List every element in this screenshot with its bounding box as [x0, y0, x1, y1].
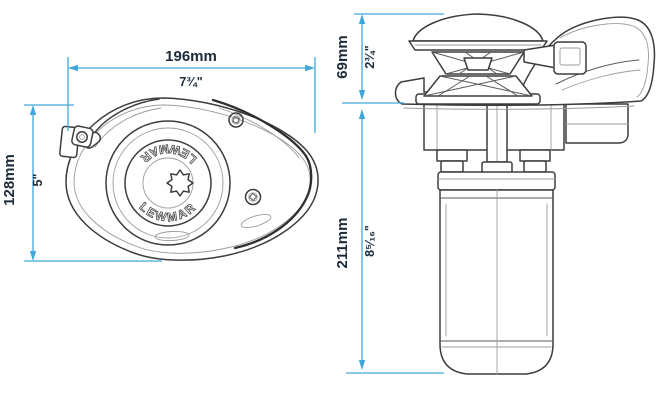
motor-collar [437, 171, 556, 191]
stud-nut-right [523, 160, 547, 173]
dimension-overall-height: 128mm 5" [1, 104, 162, 262]
arrow-up-icon [358, 14, 366, 24]
arrow-down-icon [29, 251, 37, 261]
drum-mid-ring [112, 127, 224, 239]
width-imperial-label: 7¾" [179, 75, 202, 89]
control-arm-block [553, 41, 587, 75]
deck-housing-inner-line [559, 23, 649, 98]
top-view-drawing: LEWMAR LEWMAR [59, 97, 319, 261]
above-deck-metric-label: 69mm [334, 35, 351, 78]
top-cap-flange [408, 40, 548, 51]
arrow-up-icon [358, 109, 366, 119]
gypsy-lower-cone [423, 75, 533, 97]
top-view-body-inner-line [73, 104, 311, 254]
height-imperial-label: 5" [31, 173, 45, 186]
flange-tab-left [436, 149, 468, 162]
cover-seam-line [211, 98, 313, 250]
gypsy-hub [463, 57, 493, 71]
tab-screw-boss [71, 125, 94, 148]
motor-body [439, 189, 554, 375]
cover-screw-top-icon [228, 112, 244, 128]
dimension-below-deck: 211mm 8⁵⁄₁₆" [334, 109, 444, 374]
stud-nut-left [440, 160, 464, 173]
tab-screw-icon [76, 131, 88, 143]
tab-screw-center [79, 134, 85, 140]
cover-screw-bottom-icon [244, 188, 262, 206]
cover-seam-inner-line [218, 107, 300, 159]
control-arm-inner [559, 47, 581, 66]
flange-tab-right [519, 149, 551, 162]
arrow-down-icon [358, 360, 366, 370]
gypsy-chainwheel [408, 13, 548, 105]
top-cap-dome [412, 13, 544, 42]
arrow-right-icon [305, 64, 315, 72]
drum-top-ring [124, 139, 212, 227]
arrow-left-icon [68, 64, 78, 72]
dimension-above-deck: 69mm 2¾" [334, 13, 444, 104]
dimension-overall-width: 196mm 7¾" [67, 48, 316, 133]
side-view-drawing [394, 13, 656, 375]
width-metric-label: 196mm [165, 48, 217, 65]
arrow-down-icon [358, 90, 366, 100]
above-deck-imperial-label: 2¾" [363, 45, 377, 68]
cover-slot-left [154, 230, 190, 242]
below-deck-imperial-label: 8⁵⁄₁₆" [363, 225, 377, 257]
housing-swoosh-line [555, 59, 640, 85]
gearbox-end-block [565, 103, 629, 144]
below-deck-metric-label: 211mm [334, 218, 351, 269]
height-metric-label: 128mm [1, 154, 18, 206]
arrow-up-icon [29, 105, 37, 115]
drive-socket-star-icon [166, 169, 194, 197]
cover-slot-right [240, 213, 272, 229]
